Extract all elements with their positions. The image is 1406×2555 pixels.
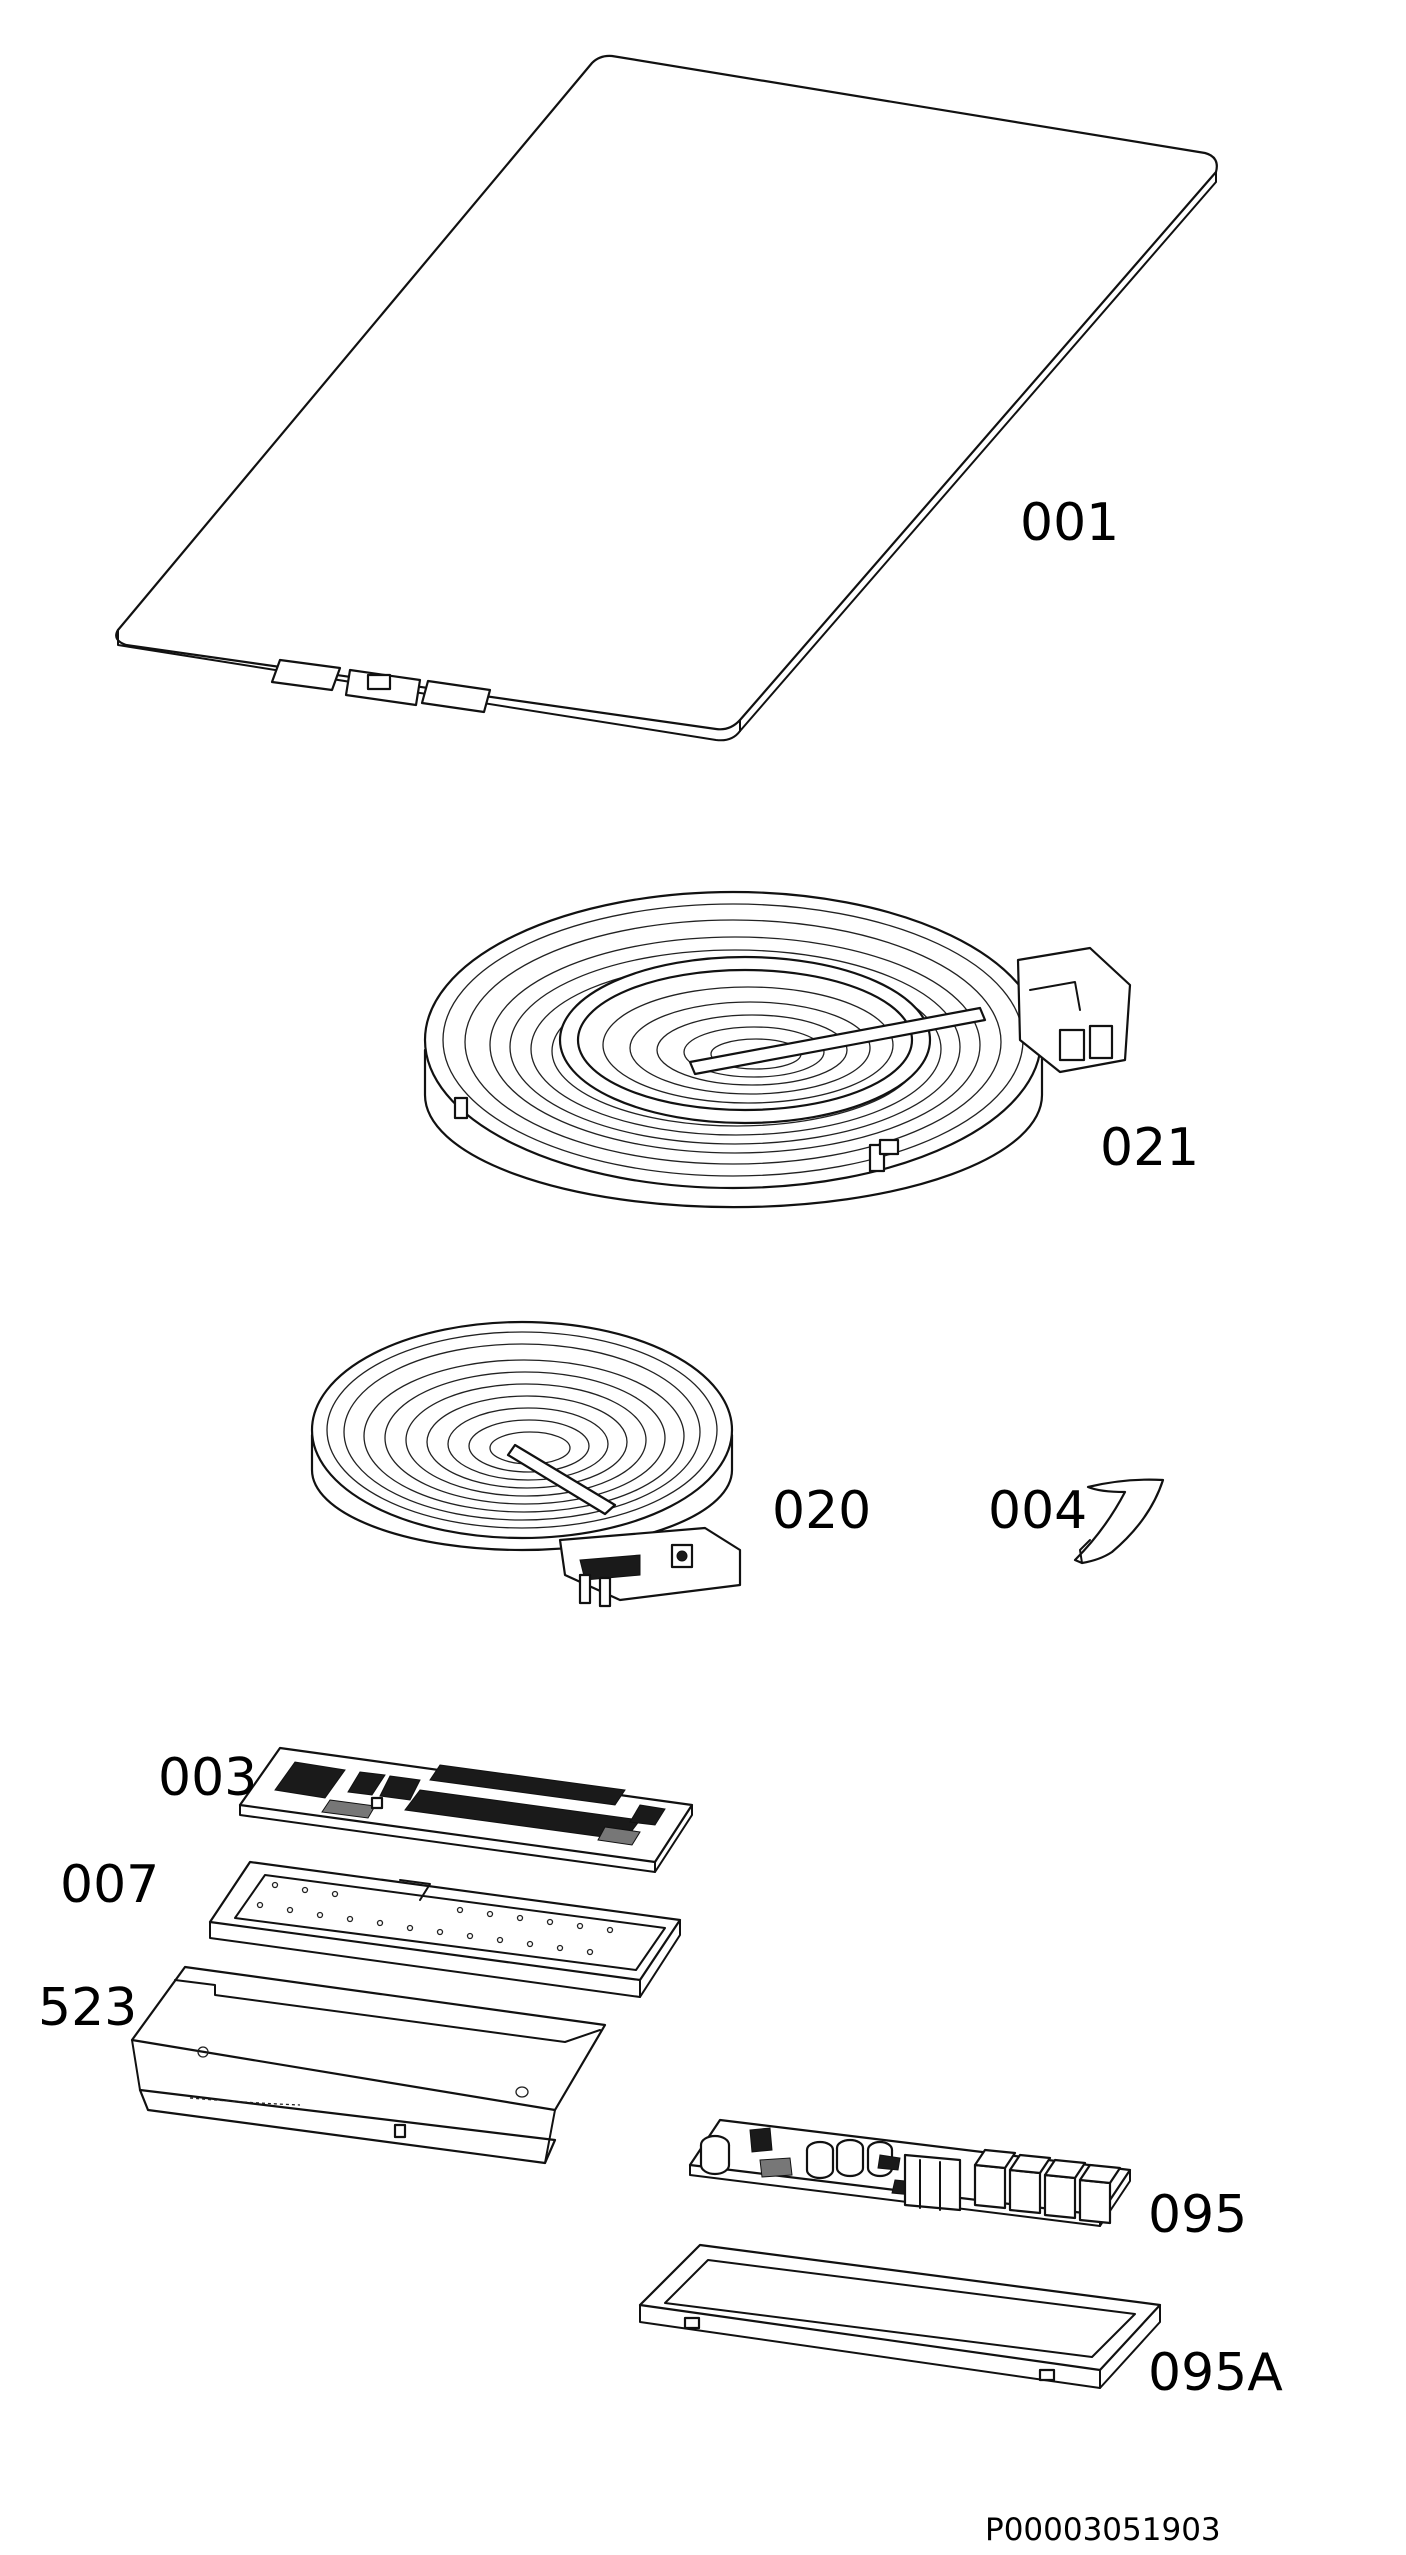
part-095A-board-tray[interactable] — [638, 2243, 1162, 2389]
part-007-ui-housing[interactable] — [208, 1860, 682, 1998]
label-007: 007 — [60, 1855, 159, 1915]
part-004-connector-strip[interactable] — [1073, 1478, 1165, 1565]
label-095: 095 — [1148, 2185, 1247, 2245]
part-001-glass-top[interactable] — [115, 54, 1218, 742]
part-523-mounting-plate[interactable] — [130, 1965, 607, 2165]
label-003: 003 — [158, 1748, 257, 1808]
part-095-power-board[interactable] — [688, 2118, 1132, 2227]
part-021-dual-heater[interactable] — [423, 890, 1132, 1209]
label-021: 021 — [1100, 1118, 1199, 1178]
label-004: 004 — [988, 1481, 1087, 1541]
part-003-ui-board[interactable] — [238, 1746, 694, 1873]
label-020: 020 — [772, 1481, 871, 1541]
part-020-single-heater[interactable] — [310, 1320, 742, 1608]
drawing-code: P00003051903 — [985, 2512, 1221, 2548]
label-523: 523 — [38, 1978, 137, 2038]
label-001: 001 — [1020, 493, 1119, 553]
label-095A: 095A — [1148, 2343, 1283, 2403]
